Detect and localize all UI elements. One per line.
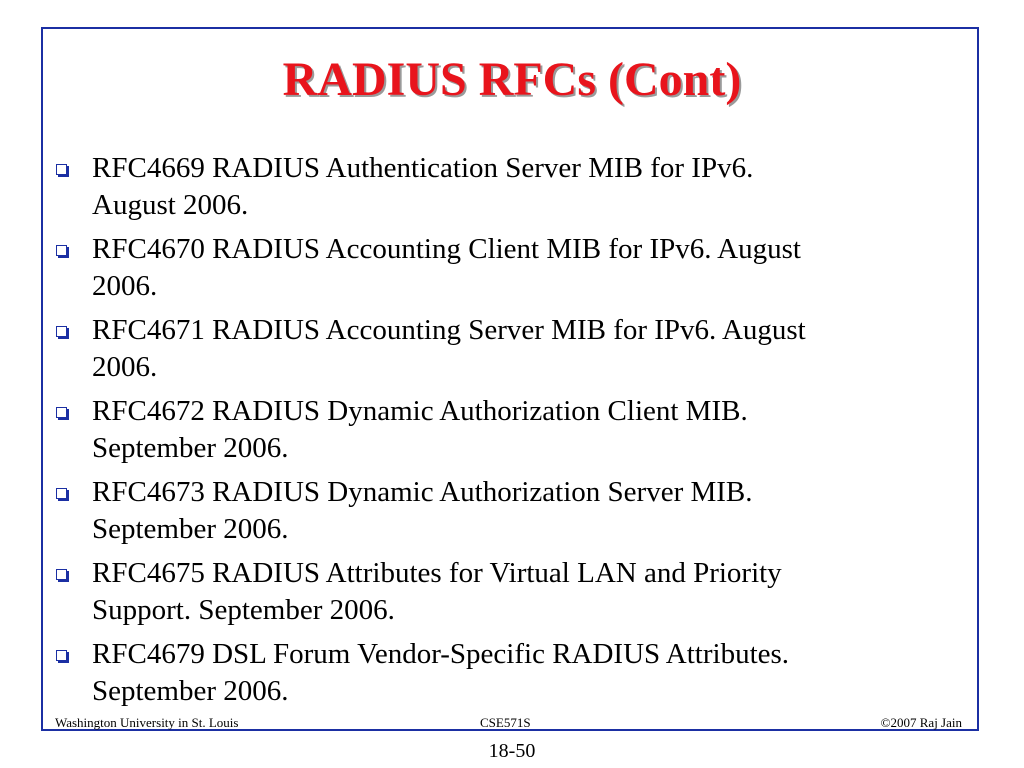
bullet-text-line2: Support. September 2006. [92, 594, 395, 626]
list-item: RFC4673 RADIUS Dynamic Authorization Ser… [56, 474, 946, 548]
bullet-text-line1: RFC4670 RADIUS Accounting Client MIB for… [92, 233, 801, 265]
square-bullet-icon [56, 164, 67, 175]
bullet-text-line2: September 2006. [92, 513, 289, 545]
bullet-list: RFC4669 RADIUS Authentication Server MIB… [56, 150, 946, 717]
page-number: 18-50 [488, 740, 536, 762]
list-item: RFC4675 RADIUS Attributes for Virtual LA… [56, 555, 946, 629]
slide-frame [41, 27, 979, 731]
slide-title: RADIUS RFCs (Cont) [282, 53, 742, 106]
bullet-text-line1: RFC4675 RADIUS Attributes for Virtual LA… [92, 557, 782, 589]
bullet-text-line1: RFC4671 RADIUS Accounting Server MIB for… [92, 314, 806, 346]
square-bullet-icon [56, 488, 67, 499]
square-bullet-icon [56, 245, 67, 256]
bullet-text-line2: September 2006. [92, 432, 289, 464]
square-bullet-icon [56, 569, 67, 580]
list-item: RFC4669 RADIUS Authentication Server MIB… [56, 150, 946, 224]
bullet-text-line1: RFC4669 RADIUS Authentication Server MIB… [92, 152, 754, 184]
footer-institution: Washington University in St. Louis [55, 715, 239, 730]
square-bullet-icon [56, 650, 67, 661]
bullet-text-line1: RFC4673 RADIUS Dynamic Authorization Ser… [92, 476, 753, 508]
square-bullet-icon [56, 326, 67, 337]
footer-copyright: ©2007 Raj Jain [880, 715, 962, 730]
square-bullet-icon [56, 407, 67, 418]
bullet-text-line1: RFC4679 DSL Forum Vendor-Specific RADIUS… [92, 638, 790, 670]
list-item: RFC4670 RADIUS Accounting Client MIB for… [56, 231, 946, 305]
bullet-text-line1: RFC4672 RADIUS Dynamic Authorization Cli… [92, 395, 748, 427]
bullet-text-line2: September 2006. [92, 675, 289, 707]
bullet-text-line2: August 2006. [92, 189, 249, 221]
bullet-text-line2: 2006. [92, 270, 158, 302]
list-item: RFC4679 DSL Forum Vendor-Specific RADIUS… [56, 636, 946, 710]
footer-course: CSE571S [480, 715, 531, 730]
list-item: RFC4672 RADIUS Dynamic Authorization Cli… [56, 393, 946, 467]
list-item: RFC4671 RADIUS Accounting Server MIB for… [56, 312, 946, 386]
bullet-text-line2: 2006. [92, 351, 158, 383]
